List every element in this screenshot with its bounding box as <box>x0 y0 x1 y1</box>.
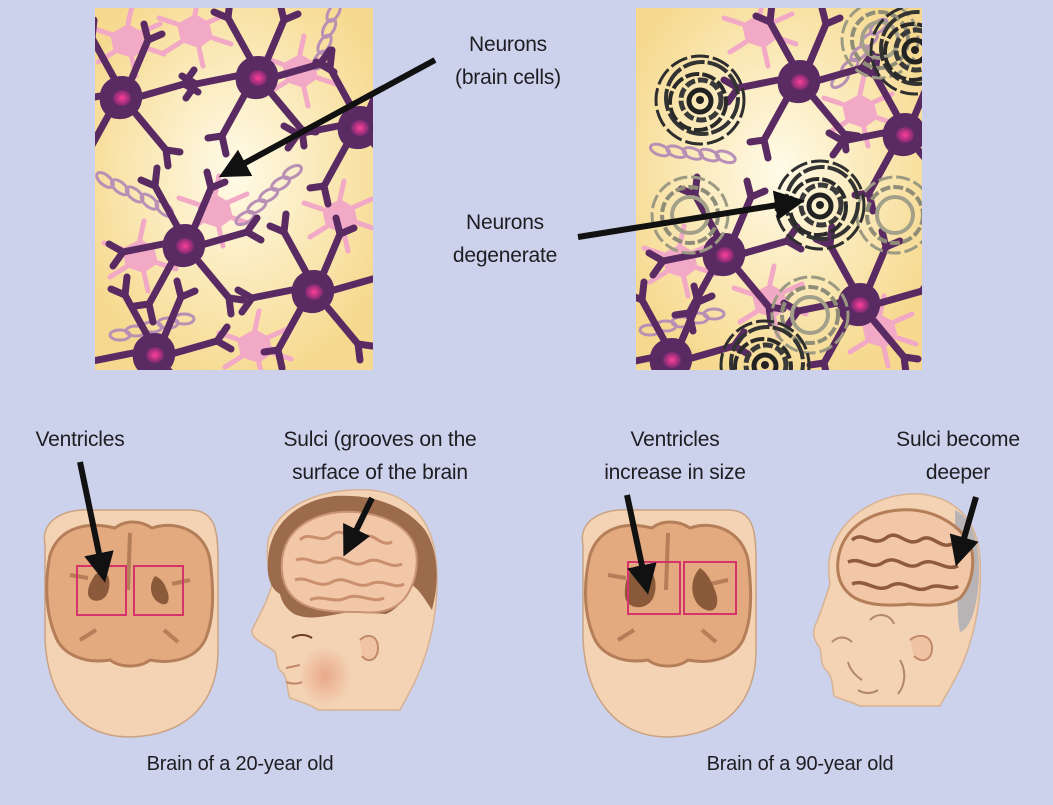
degenerated-neuron-tissue-icon <box>596 0 981 436</box>
young-sulci-label-line2: surface of the brain <box>265 456 495 489</box>
old-sulci-label-line1: Sulci become <box>878 423 1038 456</box>
old-head-profile-icon <box>814 494 981 706</box>
young-ventricles-label: Ventricles <box>20 423 140 456</box>
old-ventricles-label-line1: Ventricles <box>585 423 765 456</box>
young-brain-cross-section-icon <box>44 510 218 737</box>
neurons-label-line1: Neurons <box>448 28 568 61</box>
degenerate-label-line2: degenerate <box>440 239 570 272</box>
old-ventricles-label: Ventricles increase in size <box>585 423 765 489</box>
healthy-neuron-tissue-icon <box>46 0 436 431</box>
neurons-label: Neurons (brain cells) <box>448 28 568 94</box>
degenerate-label: Neurons degenerate <box>440 206 570 272</box>
old-sulci-label-line2: deeper <box>878 456 1038 489</box>
neurons-label-line2: (brain cells) <box>448 61 568 94</box>
young-sulci-label: Sulci (grooves on the surface of the bra… <box>265 423 495 489</box>
young-caption: Brain of a 20-year old <box>110 748 370 781</box>
young-ventricles-label-line1: Ventricles <box>20 423 140 456</box>
young-head-profile-icon <box>252 490 437 710</box>
old-sulci-label: Sulci become deeper <box>878 423 1038 489</box>
degenerate-label-line1: Neurons <box>440 206 570 239</box>
old-ventricles-label-line2: increase in size <box>585 456 765 489</box>
old-caption: Brain of a 90-year old <box>670 748 930 781</box>
young-sulci-label-line1: Sulci (grooves on the <box>265 423 495 456</box>
old-brain-cross-section-icon <box>582 510 756 737</box>
